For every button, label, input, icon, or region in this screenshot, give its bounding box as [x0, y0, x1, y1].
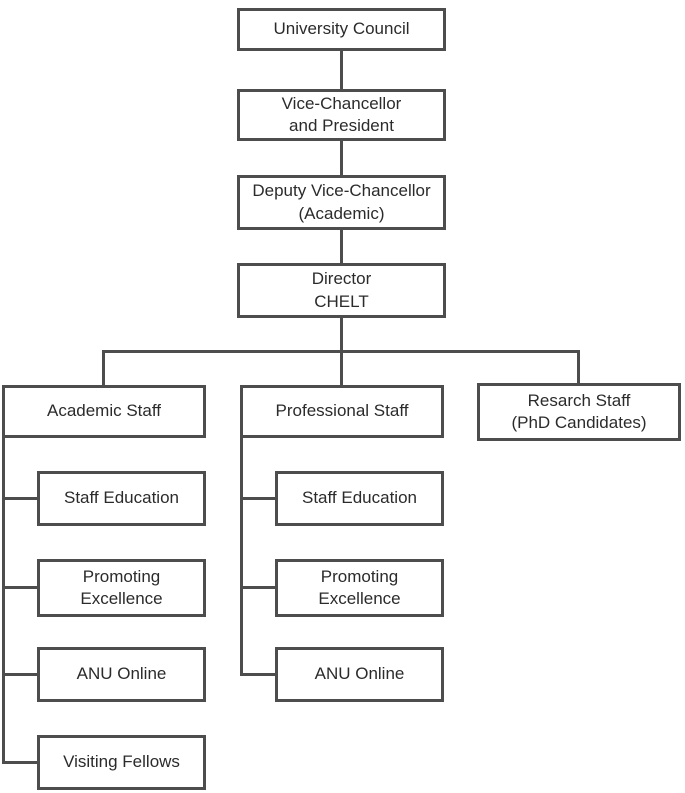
node-academic-anu-online: ANU Online — [37, 647, 206, 702]
connector-drop-professional — [340, 350, 343, 385]
node-professional-staff-education: Staff Education — [275, 471, 444, 526]
connector-academic-stub-2 — [2, 586, 37, 589]
connector-professional-stub-3 — [240, 673, 275, 676]
node-academic-staff: Academic Staff — [2, 385, 206, 438]
connector-drop-academic — [102, 350, 105, 385]
connector-professional-stub-1 — [240, 497, 275, 500]
connector-academic-stub-1 — [2, 497, 37, 500]
connector-professional-stub-2 — [240, 586, 275, 589]
connector-director-to-branch — [340, 318, 343, 350]
connector-academic-stub-3 — [2, 673, 37, 676]
node-research-staff-phd-candidates: Resarch Staff (PhD Candidates) — [477, 383, 681, 441]
connector-professional-rail — [240, 438, 243, 676]
node-professional-anu-online: ANU Online — [275, 647, 444, 702]
node-university-council: University Council — [237, 8, 446, 51]
node-academic-promoting-excellence: Promoting Excellence — [37, 559, 206, 617]
node-professional-promoting-excellence: Promoting Excellence — [275, 559, 444, 617]
connector-dvc-to-director — [340, 230, 343, 263]
connector-academic-stub-4 — [2, 761, 37, 764]
connector-drop-research — [577, 350, 580, 383]
connector-council-to-vc — [340, 51, 343, 89]
node-academic-visiting-fellows: Visiting Fellows — [37, 735, 206, 790]
node-deputy-vice-chancellor-academic: Deputy Vice-Chancellor (Academic) — [237, 175, 446, 230]
node-vice-chancellor-and-president: Vice-Chancellor and President — [237, 89, 446, 141]
node-professional-staff: Professional Staff — [240, 385, 444, 438]
connector-vc-to-dvc — [340, 141, 343, 175]
connector-academic-rail — [2, 438, 5, 764]
node-academic-staff-education: Staff Education — [37, 471, 206, 526]
node-director-chelt: Director CHELT — [237, 263, 446, 318]
